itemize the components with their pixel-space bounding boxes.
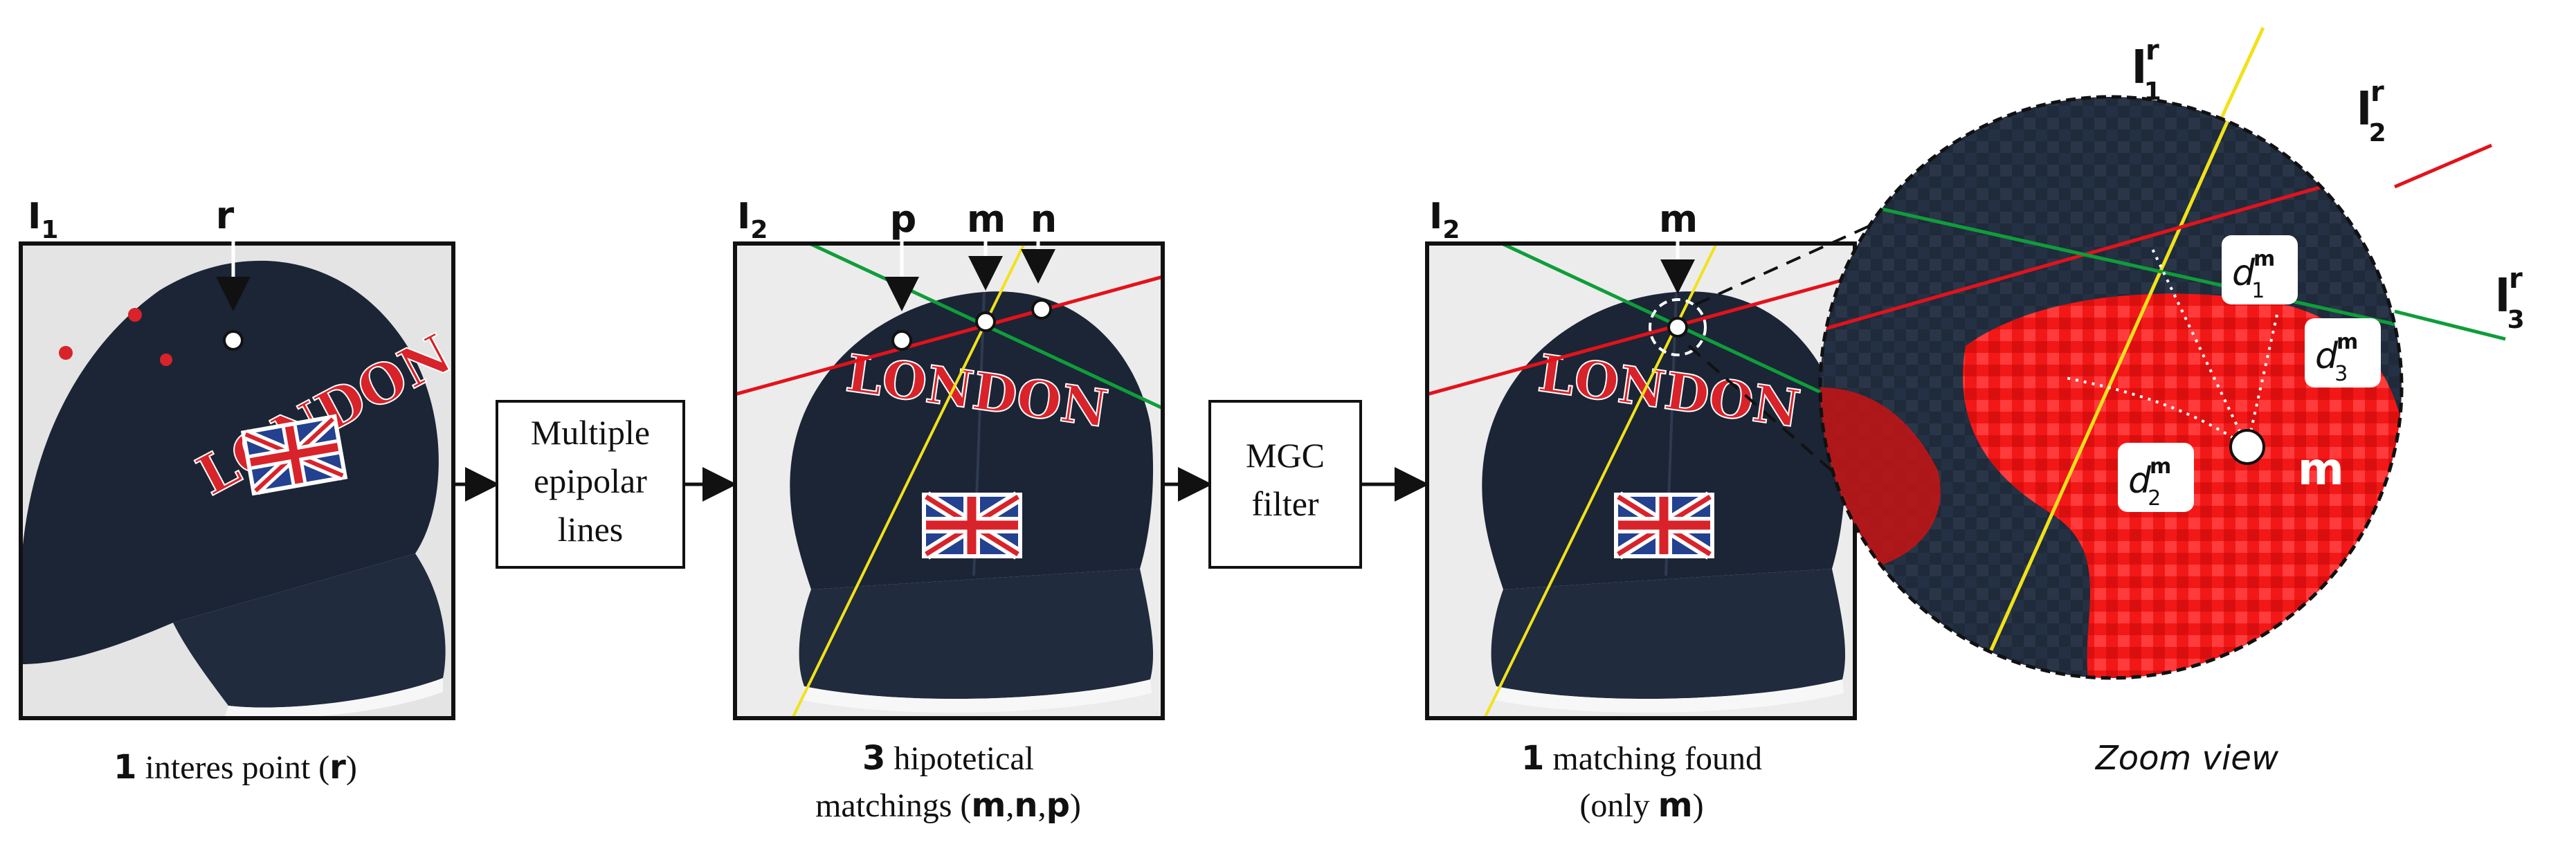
epipolar-line-red <box>1427 275 1855 396</box>
point-n-label: n <box>1031 197 1057 241</box>
distance-d1-line <box>2151 248 2249 448</box>
svg-text:matchings (m,n,p): matchings (m,n,p) <box>815 786 1081 825</box>
svg-text:dm1: dm1 <box>2232 247 2275 303</box>
panel-3: I2 LONDON m 1 matching found (only m) <box>1425 196 1857 825</box>
point-m-label: m <box>967 197 1006 241</box>
svg-text:epipolar: epipolar <box>534 461 647 500</box>
image-1-frame <box>19 241 455 720</box>
svg-text:(only m): (only m) <box>1579 786 1703 825</box>
zoom-line-l3 <box>1820 192 2402 348</box>
point-m-marker <box>1667 317 1688 338</box>
svg-text:MGC: MGC <box>1246 436 1325 475</box>
image-3: LONDON <box>1427 244 1855 718</box>
zoom-line-l1-ext <box>2220 26 2265 119</box>
point-n-marker <box>1031 299 1052 320</box>
panel-3-image-label: I2 <box>1429 196 1460 244</box>
svg-text:Multiple: Multiple <box>531 413 650 452</box>
zoom-line-l2-ext <box>2394 143 2492 189</box>
point-m-marker <box>975 311 996 332</box>
point-p-label: p <box>890 197 917 241</box>
panel-2-image-label: I2 <box>737 196 768 244</box>
zoom-region-marker <box>1649 298 1707 356</box>
svg-text:dm3: dm3 <box>2315 330 2358 386</box>
svg-text:lines: lines <box>558 510 623 549</box>
panel-1: I1 LONDON r 1 interes point (r) <box>19 194 455 787</box>
zoom-connector-top <box>1695 206 1911 306</box>
image-1: LONDON <box>21 244 453 718</box>
zoom-view-caption: Zoom view <box>2094 739 2279 778</box>
epipolar-line-red <box>735 275 1163 396</box>
panel-2: I2 LONDON p m n 3 hipotetical matchings … <box>733 196 1165 825</box>
distance-d3-line <box>2246 314 2278 448</box>
image-2-frame <box>733 241 1165 720</box>
point-m-label: m <box>1659 197 1698 241</box>
svg-text:filter: filter <box>1251 484 1319 523</box>
caption-1: 1 interes point (r) <box>114 748 357 787</box>
panel-1-image-label: I1 <box>28 196 58 244</box>
zoom-point-m-marker <box>2229 429 2265 465</box>
svg-text:1 matching found: 1 matching found <box>1521 739 1762 778</box>
point-r-label: r <box>216 194 235 237</box>
mgc-filter-box: MGC filter <box>1208 400 1362 569</box>
zoom-line-l1 <box>1970 97 2265 678</box>
epipolar-lines-box: Multiple epipolar lines <box>496 400 685 569</box>
zoom-point-m-label: m <box>2298 444 2344 495</box>
svg-text:3 hipotetical: 3 hipotetical <box>862 739 1034 778</box>
zoom-line-l3-ext <box>2394 309 2506 341</box>
caption-3: 1 matching found (only m) <box>1521 739 1762 825</box>
zoom-circle-border <box>1818 95 2404 680</box>
point-p-marker <box>891 330 912 351</box>
svg-text:dm2: dm2 <box>2128 455 2171 511</box>
point-r-marker <box>223 330 244 351</box>
image-2: LONDON <box>735 244 1163 718</box>
caption-2: 3 hipotetical matchings (m,n,p) <box>815 739 1081 825</box>
